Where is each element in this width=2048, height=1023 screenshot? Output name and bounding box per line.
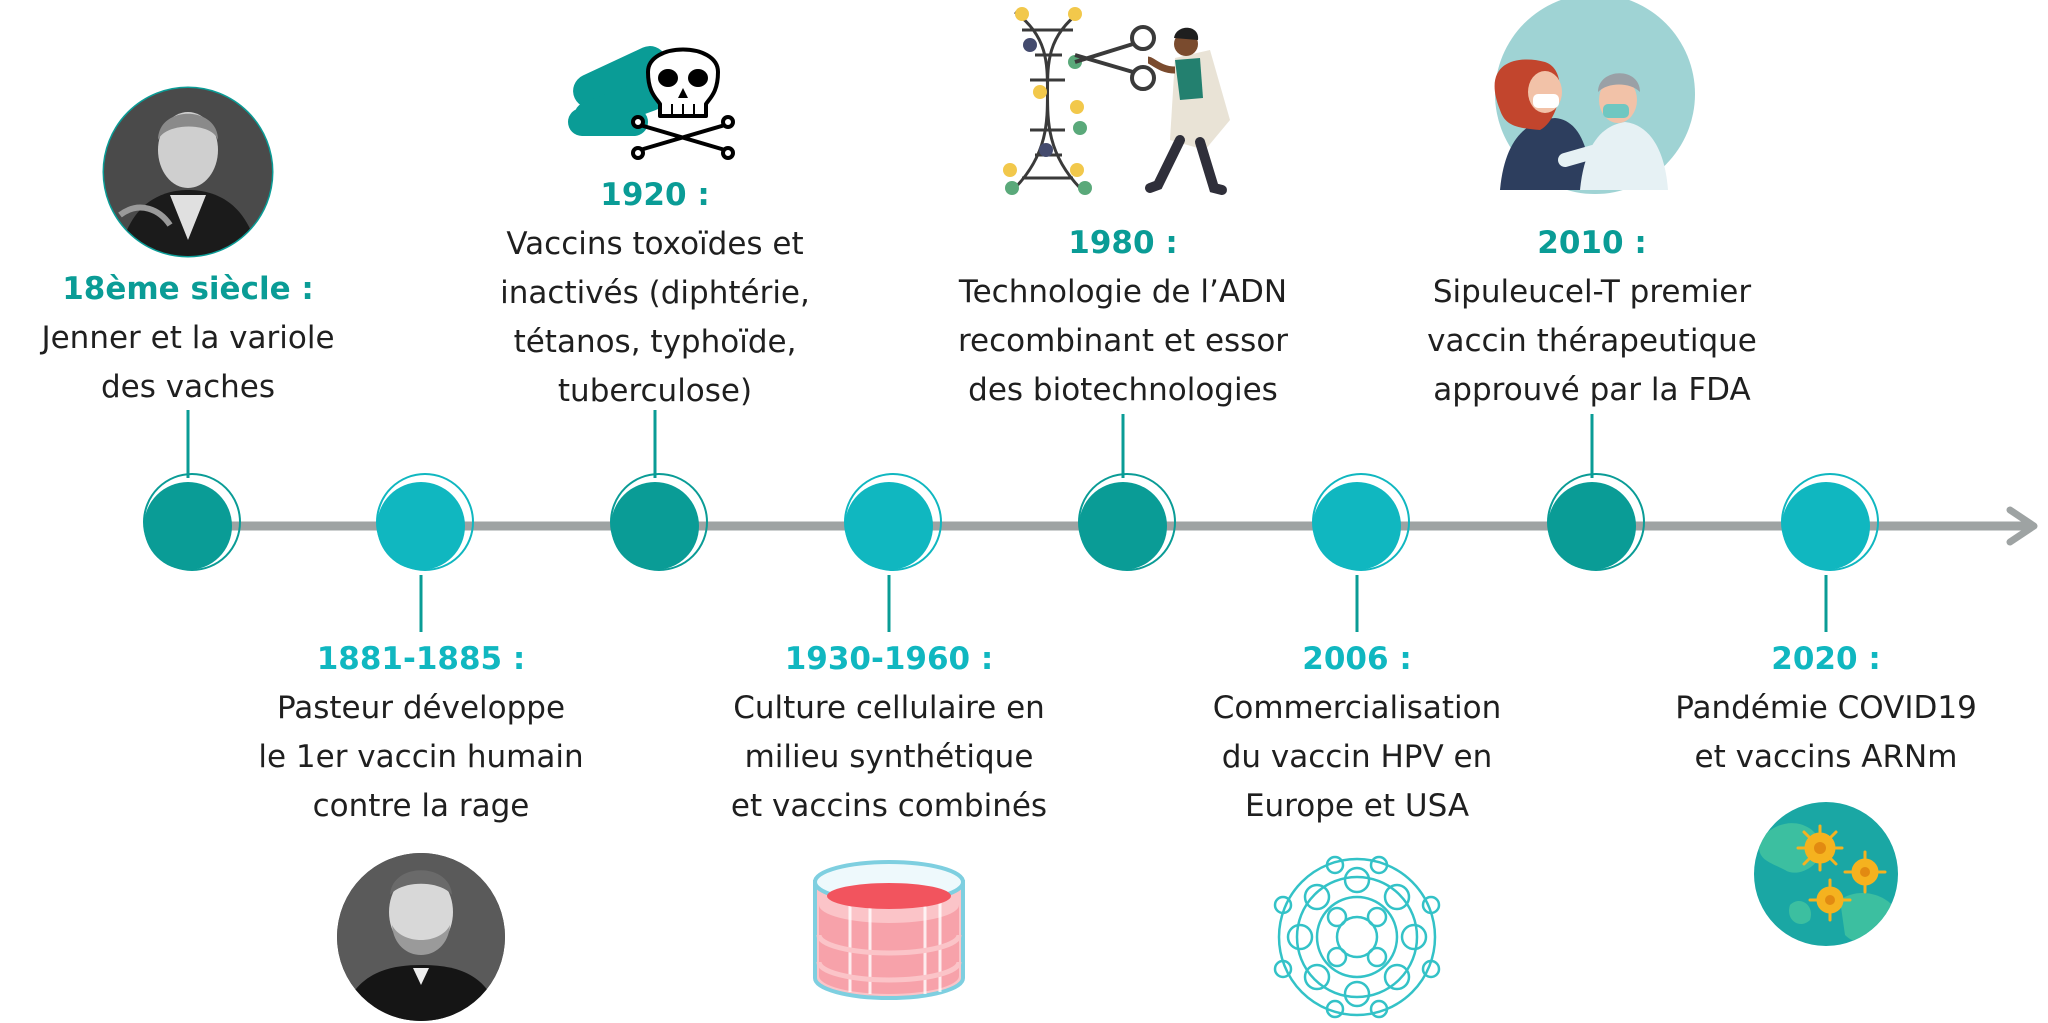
- event-description: Pandémie COVID19 et vaccins ARNm: [1675, 690, 1977, 775]
- jenner-portrait-icon: [102, 86, 274, 258]
- milestone-node: [1781, 473, 1879, 571]
- event-2006: 2006 : Commercialisation du vaccin HPV e…: [1147, 634, 1567, 831]
- event-year: 1920 :: [600, 177, 710, 213]
- event-year: 1930-1960 :: [784, 641, 994, 677]
- milestone-node: [376, 473, 474, 571]
- milestone-node: [1078, 473, 1176, 571]
- connectors: [186, 410, 1828, 632]
- event-1930-1960: 1930-1960 : Culture cellulaire en milieu…: [679, 634, 1099, 831]
- bacteria-skull-icon: [568, 46, 735, 160]
- milestone-node: [143, 473, 241, 571]
- petri-dish-icon: [813, 860, 965, 1000]
- event-year: 2006 :: [1302, 641, 1412, 677]
- event-year: 18ème siècle :: [62, 271, 314, 307]
- event-1881-1885: 1881-1885 : Pasteur développe le 1er vac…: [211, 634, 631, 831]
- event-description: Technologie de l’ADN recombinant et esso…: [957, 274, 1289, 408]
- coronavirus-globe-icon: [1754, 802, 1898, 946]
- event-1980: 1980 : Technologie de l’ADN recombinant …: [913, 218, 1333, 415]
- event-description: Pasteur développe le 1er vaccin humain c…: [258, 690, 584, 824]
- event-1920: 1920 : Vaccins toxoïdes et inactivés (di…: [445, 170, 865, 416]
- milestone-node: [1547, 473, 1645, 571]
- dna-scissors-icon: [1003, 7, 1230, 195]
- event-description: Jenner et la variole des vaches: [41, 320, 335, 405]
- event-year: 1881-1885 :: [316, 641, 526, 677]
- milestone-node: [610, 473, 708, 571]
- event-year: 1980 :: [1068, 225, 1178, 261]
- milestone-node: [1312, 473, 1410, 571]
- event-description: Culture cellulaire en milieu synthétique…: [730, 690, 1048, 824]
- event-2020: 2020 : Pandémie COVID19 et vaccins ARNm: [1616, 634, 2036, 782]
- event-description: Sipuleucel-T premier vaccin thérapeutiqu…: [1427, 274, 1757, 408]
- vaccination-icon: [1494, 0, 1695, 194]
- event-year: 2010 :: [1537, 225, 1647, 261]
- event-year: 2020 :: [1771, 641, 1881, 677]
- virus-icon: [1273, 855, 1441, 1019]
- event-2010: 2010 : Sipuleucel-T premier vaccin théra…: [1382, 218, 1802, 415]
- event-description: Commercialisation du vaccin HPV en Europ…: [1212, 690, 1502, 824]
- event-description: Vaccins toxoïdes et inactivés (diphtérie…: [500, 226, 810, 409]
- pasteur-portrait-icon: [337, 853, 505, 1021]
- milestone-node: [844, 473, 942, 571]
- event-18th-century: 18ème siècle : Jenner et la variole des …: [0, 264, 398, 412]
